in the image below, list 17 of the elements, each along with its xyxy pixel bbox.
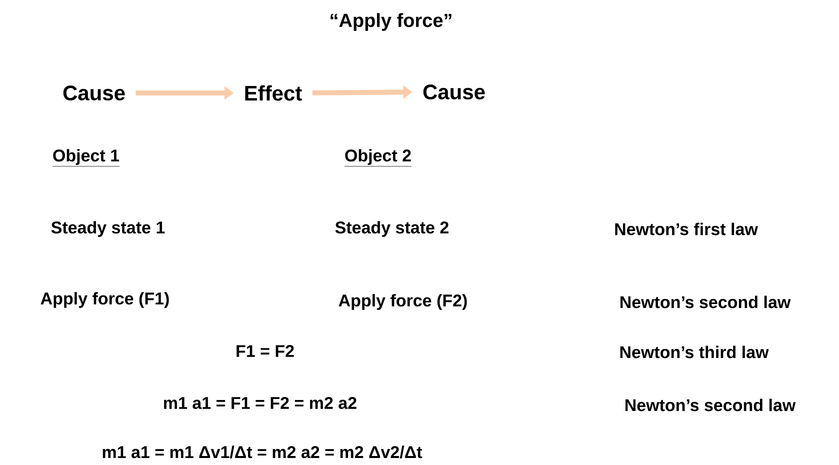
- object-heading: Object 1: [52, 149, 120, 166]
- statement-text: Steady state 2: [335, 221, 448, 237]
- cause-effect-text: Cause: [423, 84, 485, 100]
- statement-text: Steady state 1: [51, 221, 165, 237]
- cause-effect-text: Effect: [245, 85, 302, 101]
- statement-text: Apply force (F1): [40, 292, 169, 308]
- law-name: Newton’s third law: [620, 346, 769, 358]
- equation-text: m1 a1 = m1 Δv1/Δt = m2 a2 = m2 Δv2/Δt: [102, 446, 422, 458]
- title: “Apply force”: [330, 13, 452, 31]
- equation-text: F1 = F2: [236, 345, 294, 357]
- equation-text: m1 a1 = F1 = F2 = m2 a2: [164, 396, 356, 409]
- statement-text: Apply force (F2): [338, 294, 467, 310]
- cause-effect-text: Cause: [63, 86, 125, 100]
- law-name: Newton’s first law: [615, 222, 758, 236]
- object-heading: Object 2: [344, 149, 412, 166]
- law-name: Newton’s second law: [620, 296, 791, 308]
- law-name: Newton’s second law: [626, 398, 796, 412]
